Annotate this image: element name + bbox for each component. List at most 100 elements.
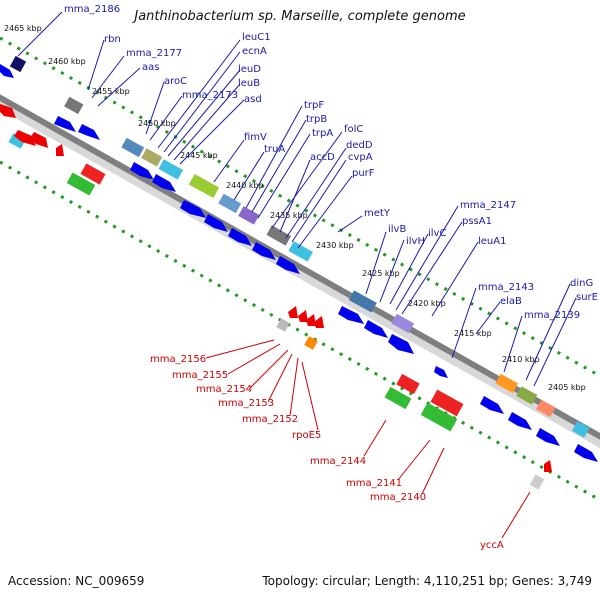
gene-label: elaB — [500, 296, 522, 307]
forward-gene-arrow — [130, 162, 154, 180]
gene-label: dinG — [570, 278, 593, 289]
gene-block — [266, 225, 292, 246]
gene-block — [529, 474, 545, 490]
leader-line — [245, 105, 303, 209]
forward-gene-arrow — [0, 64, 14, 78]
gene-label: mma_2152 — [242, 414, 298, 425]
forward-gene-arrow — [364, 320, 388, 338]
gene-label: ilvH — [406, 236, 425, 247]
gene-block — [80, 163, 106, 185]
leader-line — [163, 51, 241, 153]
gene-block — [288, 241, 314, 262]
tick-label: 2415 kbp — [454, 329, 492, 338]
gene-block — [66, 172, 96, 196]
tick-label: 2425 kbp — [362, 269, 400, 278]
accession-label: Accession: NC_009659 — [8, 574, 145, 588]
gene-block — [238, 206, 260, 225]
gene-block — [384, 386, 412, 410]
gene-label: mma_2173 — [182, 90, 238, 101]
forward-gene-arrow — [508, 412, 532, 430]
forward-gene-arrow — [204, 214, 228, 232]
gene-block — [396, 373, 420, 395]
reverse-gene-arrow — [30, 132, 48, 148]
gene-label: mma_2147 — [460, 200, 516, 211]
leader-line — [395, 205, 459, 311]
map-title: Janthinobacterium sp. Marseille, complet… — [134, 9, 466, 24]
leader-line — [97, 67, 141, 107]
forward-gene-arrow — [338, 306, 364, 324]
gene-label: aas — [142, 62, 159, 73]
gene-block — [391, 313, 415, 334]
forward-gene-arrow — [78, 124, 100, 140]
leader-line — [337, 215, 363, 233]
leader-line — [289, 357, 299, 417]
gene-label: rpoE5 — [292, 430, 321, 441]
gene-label: surE — [576, 292, 598, 303]
gene-block — [158, 159, 184, 180]
gene-block — [516, 386, 538, 405]
gene-label: purF — [352, 168, 375, 179]
forward-arrows — [0, 64, 598, 462]
leader-line — [91, 55, 125, 99]
gene-block — [571, 421, 590, 438]
gene-label: mma_2143 — [478, 282, 534, 293]
gene-label: mma_2177 — [126, 48, 182, 59]
reverse-gene-arrow — [56, 144, 64, 156]
leader-line — [173, 83, 241, 161]
forward-gene-arrow — [480, 396, 504, 414]
gene-label: mma_2141 — [346, 478, 402, 489]
forward-gene-arrow — [152, 174, 176, 192]
gene-label: leuC1 — [242, 32, 271, 43]
leader-line — [267, 353, 293, 403]
reverse-gene-arrow — [288, 306, 298, 318]
gene-label: leuD — [238, 64, 261, 75]
leader-line — [297, 175, 353, 249]
forward-gene-arrow — [536, 428, 560, 446]
leader-line — [431, 241, 479, 317]
leader-line — [249, 349, 289, 389]
gene-label: dedD — [346, 140, 373, 151]
leader-line — [363, 419, 387, 457]
gene-block — [536, 399, 556, 418]
gene-label: accD — [310, 152, 335, 163]
forward-gene-arrow — [574, 444, 598, 462]
tick-label: 2455 kbp — [92, 87, 130, 96]
leader-line — [87, 39, 105, 91]
reverse-gene-arrow — [0, 104, 16, 118]
reverse-label-leaders — [205, 339, 531, 539]
gene-label: rbn — [104, 34, 121, 45]
gene-label: asd — [244, 94, 262, 105]
leader-line — [475, 301, 501, 335]
gene-label: aroC — [164, 76, 187, 87]
gene-label: trpA — [312, 128, 333, 139]
leader-line — [205, 339, 275, 359]
gene-block — [8, 133, 26, 149]
leader-line — [379, 239, 405, 303]
tick-label: 2435 kbp — [270, 211, 308, 220]
gene-label: ecnA — [242, 46, 267, 57]
forward-gene-arrow — [388, 334, 414, 354]
reverse-gene-labels: mma_2156 mma_2155 mma_2154 mma_2153 mma_… — [150, 354, 504, 551]
reverse-gene-arrow — [14, 130, 36, 146]
gene-label: folC — [344, 124, 363, 135]
gene-label: mma_2154 — [196, 384, 252, 395]
tick-label: 2465 kbp — [4, 24, 42, 33]
tick-label: 2430 kbp — [316, 241, 354, 250]
leader-line — [397, 439, 431, 481]
topology-summary: Topology: circular; Length: 4,110,251 bp… — [262, 574, 592, 588]
gene-label: mma_2144 — [310, 456, 366, 467]
gene-block — [304, 336, 318, 350]
leader-line — [533, 297, 577, 387]
reverse-gene-arrow — [298, 310, 308, 322]
tick-label: 2445 kbp — [180, 151, 218, 160]
leader-line — [401, 221, 463, 315]
reverse-gene-arrow — [314, 316, 324, 328]
leader-line — [525, 283, 571, 381]
gene-label: trpF — [304, 100, 324, 111]
gene-block — [276, 318, 290, 332]
gene-label: ilvB — [388, 224, 406, 235]
leader-line — [291, 159, 347, 243]
leader-line — [233, 151, 265, 201]
